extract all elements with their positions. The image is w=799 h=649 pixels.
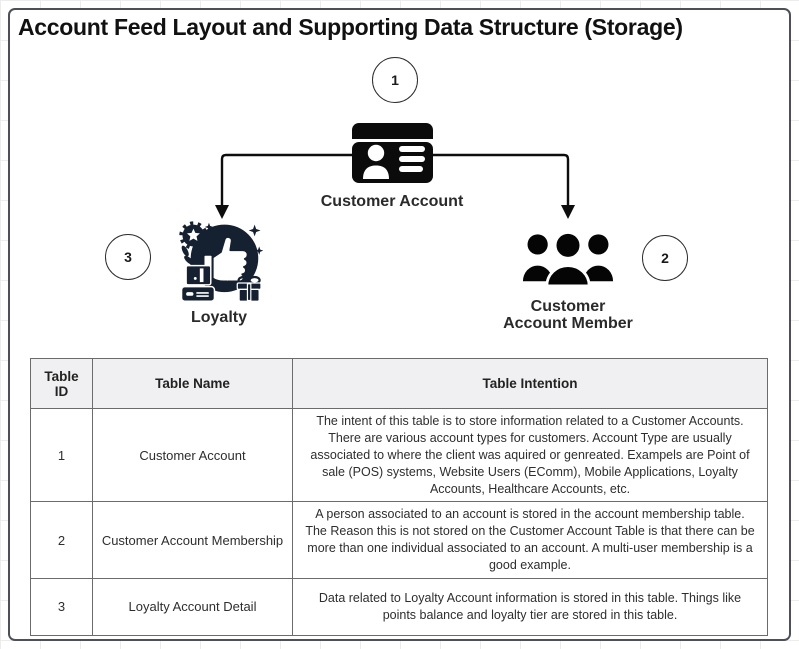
column-header-table-name: Table Name xyxy=(92,358,293,409)
table-row: 3 Loyalty Account Detail Data related to… xyxy=(30,577,768,636)
cell-table-intention: Data related to Loyalty Account informat… xyxy=(292,577,768,636)
badge-1-number: 1 xyxy=(391,72,399,88)
arrowhead-to-loyalty xyxy=(215,205,229,219)
loyalty-label: Loyalty xyxy=(190,309,247,326)
cell-table-id: 3 xyxy=(30,577,93,636)
id-card-icon xyxy=(352,123,433,183)
badge-2[interactable]: 2 xyxy=(642,235,688,281)
badge-2-number: 2 xyxy=(661,250,669,266)
badge-3[interactable]: 3 xyxy=(105,234,151,280)
data-dictionary-table: Table ID Table Name Table Intention 1 Cu… xyxy=(30,358,768,636)
badge-3-number: 3 xyxy=(124,249,132,265)
badge-1[interactable]: 1 xyxy=(372,57,418,103)
page-title: Account Feed Layout and Supporting Data … xyxy=(18,14,683,40)
cell-table-name: Customer Account Membership xyxy=(92,501,293,579)
card-stack xyxy=(180,264,216,302)
node-customer-account[interactable] xyxy=(352,123,433,183)
gift-box xyxy=(236,275,262,302)
column-header-table-id: Table ID xyxy=(30,358,93,409)
table-row: 2 Customer Account Membership A person a… xyxy=(30,501,768,579)
cell-table-name: Customer Account xyxy=(92,407,293,503)
customer-account-member-label: Customer Account Member xyxy=(503,298,633,332)
cell-table-name: Loyalty Account Detail xyxy=(92,577,293,636)
cell-table-id: 1 xyxy=(30,407,93,503)
customer-account-label: Customer Account xyxy=(320,193,464,210)
cell-table-intention: The intent of this table is to store inf… xyxy=(292,407,768,503)
users-icon xyxy=(522,231,614,288)
cell-table-intention: A person associated to an account is sto… xyxy=(292,501,768,579)
node-customer-account-member[interactable] xyxy=(522,231,614,290)
column-header-table-intention: Table Intention xyxy=(292,358,768,409)
table-header-row: Table ID Table Name Table Intention xyxy=(30,358,768,409)
arrowhead-to-member xyxy=(561,205,575,219)
table-row: 1 Customer Account The intent of this ta… xyxy=(30,407,768,503)
gear-star xyxy=(179,221,208,250)
loyalty-badge-icon xyxy=(179,221,264,302)
node-loyalty[interactable] xyxy=(175,220,264,304)
cell-table-id: 2 xyxy=(30,501,93,579)
diagram-canvas: Account Feed Layout and Supporting Data … xyxy=(8,8,791,641)
